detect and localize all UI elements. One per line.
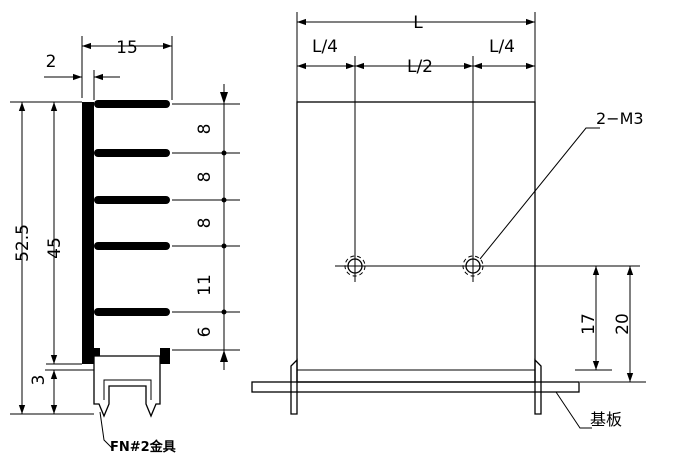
bracket-label: FN#2金具: [110, 439, 176, 455]
heatsink-fin: [94, 308, 170, 316]
heatsink-base-plate: [82, 102, 94, 364]
heatsink-fin: [94, 149, 170, 157]
dim-pitch-1: 8: [195, 124, 215, 135]
heatsink-fin: [94, 100, 170, 108]
dim-fin-height: 45: [45, 237, 65, 259]
dim-total-height: 52.5: [13, 224, 33, 262]
heatsink-fin: [94, 242, 170, 250]
dim-length: L: [413, 13, 423, 33]
dim-quarter-right: L/4: [489, 37, 515, 57]
heatsink-fin: [94, 196, 170, 204]
fn2-bracket: [93, 355, 161, 418]
dim-half: L/2: [407, 57, 433, 77]
heatsink-bottom-lip: [160, 348, 170, 364]
board-label: 基板: [590, 410, 622, 429]
hole-label: 2−M3: [596, 109, 644, 128]
dim-hole-height-2: 20: [613, 313, 633, 335]
base-board: [251, 381, 580, 393]
dim-foot: 3: [29, 375, 49, 386]
heatsink-side-view: 52.5 45 3 15 2: [10, 36, 240, 455]
dim-pitch-2: 8: [195, 172, 215, 183]
dim-quarter-left: L/4: [312, 37, 338, 57]
dim-pitch-3: 8: [195, 218, 215, 229]
heatsink-bottom-lip: [94, 348, 100, 356]
front-body-outline: [296, 101, 536, 383]
fn2-bracket-inner: [103, 379, 152, 400]
dim-width: 15: [116, 38, 138, 58]
dim-base-thickness: 2: [46, 52, 57, 72]
heatsink-front-view: L L/4 L/2 L/4 2−M3 17 20: [251, 12, 646, 429]
dim-pitch-5: 6: [195, 327, 215, 338]
dim-hole-height-1: 17: [579, 313, 599, 335]
dim-pitch-4: 11: [195, 274, 215, 296]
